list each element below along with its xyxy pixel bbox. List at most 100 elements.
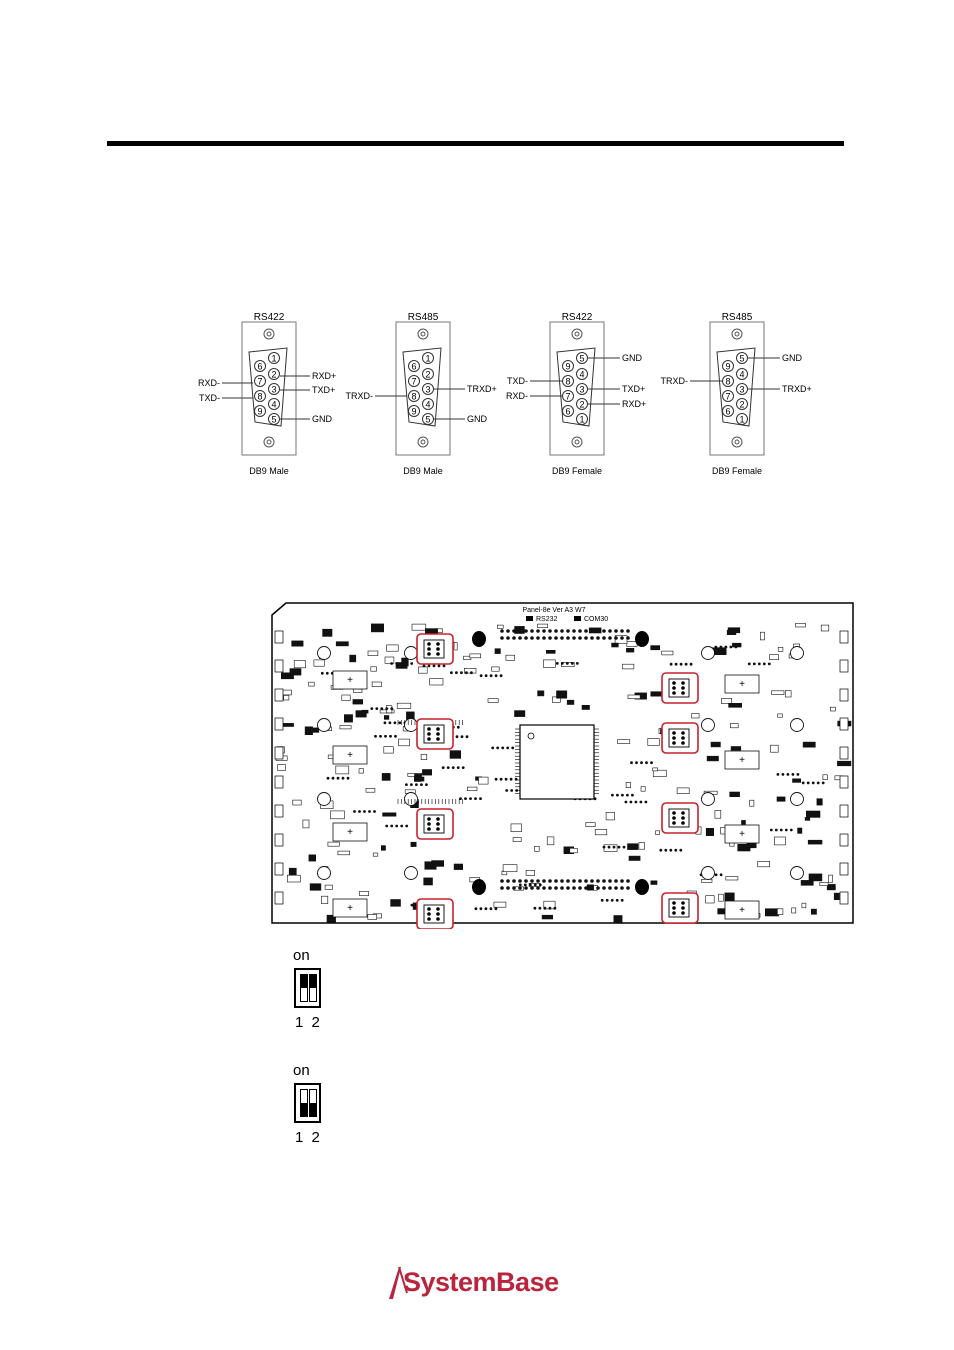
mounting-screw-icon xyxy=(417,436,429,448)
header-pin xyxy=(512,629,516,633)
smd-component xyxy=(797,827,803,834)
smd-component xyxy=(545,649,556,654)
edge-connector xyxy=(839,833,849,847)
via-dot xyxy=(679,848,683,852)
mounting-screw-icon xyxy=(263,328,275,340)
header-pin xyxy=(536,636,540,640)
round-component xyxy=(790,646,804,660)
via-dot xyxy=(622,845,626,849)
smd-component xyxy=(384,656,395,664)
connector-title: RS485 xyxy=(408,312,439,323)
jumper-pin xyxy=(681,736,685,740)
via-dot xyxy=(455,735,459,739)
pin-1 xyxy=(736,413,748,425)
pin-number: 8 xyxy=(565,377,570,387)
round-component xyxy=(404,646,418,660)
smd-component xyxy=(771,690,785,695)
systembase-logo: SystemBase xyxy=(387,1263,567,1303)
header-pin xyxy=(572,629,576,633)
smd-component xyxy=(289,668,302,676)
smd-component xyxy=(727,627,741,634)
smd-component xyxy=(605,812,615,821)
via-dot xyxy=(325,671,329,675)
header-pin xyxy=(548,629,552,633)
smd-component xyxy=(801,902,807,909)
via-dot xyxy=(624,800,628,804)
via-dot xyxy=(405,783,408,786)
via-dot xyxy=(650,761,653,765)
via-dot xyxy=(491,746,495,750)
plus-mark-icon: + xyxy=(347,903,353,914)
smd-component xyxy=(309,883,322,891)
header-pin xyxy=(512,636,516,640)
smd-component xyxy=(829,706,836,712)
pin-wire: TRXD- xyxy=(661,376,722,386)
via-dot xyxy=(432,664,436,668)
header-pin xyxy=(614,629,618,633)
smd-component xyxy=(638,842,645,850)
round-component xyxy=(701,718,715,732)
pin-5 xyxy=(422,413,434,425)
smd-component xyxy=(784,690,792,698)
header-pin xyxy=(590,879,594,883)
mounting-hole xyxy=(472,879,486,895)
smd-component xyxy=(411,623,427,631)
via-dot xyxy=(499,777,503,781)
round-component xyxy=(404,792,418,806)
jumper-pin xyxy=(427,817,431,821)
highlighted-jumper xyxy=(661,892,699,924)
via-dot xyxy=(757,662,761,666)
pin-6 xyxy=(722,405,734,417)
via-dot xyxy=(331,776,335,780)
via-dot xyxy=(489,674,493,678)
via-dot xyxy=(320,671,324,675)
pin-8 xyxy=(408,390,420,402)
via-dot xyxy=(621,793,624,797)
smd-component xyxy=(566,699,575,705)
via-dot xyxy=(684,662,688,666)
round-component xyxy=(317,646,331,660)
smd-component xyxy=(622,663,635,670)
plus-mark-icon: + xyxy=(739,905,745,916)
edge-connector xyxy=(839,804,849,818)
ic-package xyxy=(332,822,368,842)
header-pin xyxy=(548,886,552,890)
pin-2 xyxy=(268,368,280,380)
via-dot xyxy=(470,671,473,675)
header-pin xyxy=(584,629,588,633)
header-pin xyxy=(542,629,546,633)
logo-mark-icon xyxy=(389,1266,408,1299)
smd-component xyxy=(611,642,619,648)
jumper-pin xyxy=(427,822,431,826)
pin-number: 9 xyxy=(257,407,262,417)
via-dot xyxy=(620,898,624,902)
header-pin xyxy=(626,879,630,883)
edge-connector xyxy=(839,630,849,644)
via-dot xyxy=(796,773,800,776)
smd-component xyxy=(759,631,765,641)
pin-3 xyxy=(422,383,434,395)
smd-component xyxy=(324,884,333,890)
smd-component xyxy=(525,869,535,876)
highlighted-jumper xyxy=(416,808,454,840)
header-pin xyxy=(524,879,528,883)
via-dot xyxy=(674,662,678,666)
dip-on-label: on xyxy=(293,1062,310,1079)
dip-switch-body xyxy=(294,1083,321,1123)
edge-connector xyxy=(839,775,849,789)
via-dot xyxy=(353,810,356,813)
header-pin xyxy=(524,886,528,890)
ic-package xyxy=(332,745,368,765)
via-dot xyxy=(395,824,399,828)
smd-component xyxy=(804,817,811,821)
smd-component xyxy=(826,884,836,891)
signal-label: TXD- xyxy=(199,393,220,403)
pin-number: 1 xyxy=(739,415,744,425)
header-pin xyxy=(518,886,522,890)
pin-3 xyxy=(268,383,280,395)
header-pin xyxy=(560,636,564,640)
dip-numbers: 1 2 xyxy=(295,1129,322,1146)
jumper-pin xyxy=(681,811,685,815)
header-pin xyxy=(572,886,576,890)
